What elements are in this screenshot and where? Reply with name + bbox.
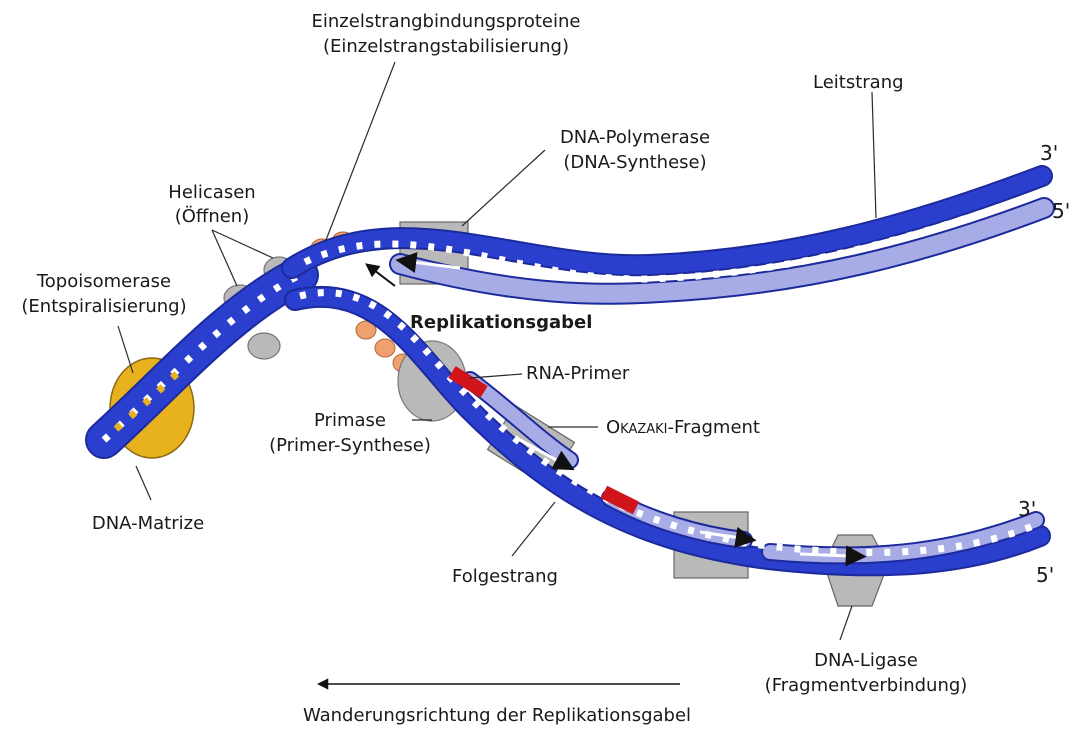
lagging-3prime-end: 3' bbox=[1018, 497, 1036, 521]
ssb-label-line1: Einzelstrangbindungsproteine bbox=[312, 11, 581, 32]
polymerase-label-line2: (DNA-Synthese) bbox=[563, 152, 706, 173]
ssb-protein bbox=[374, 338, 396, 358]
labels: Einzelstrangbindungsproteine (Einzelstra… bbox=[21, 11, 1070, 726]
lagging-synthesis-arrow bbox=[699, 526, 757, 548]
fork-arrow bbox=[365, 263, 396, 287]
leitstrang-label: Leitstrang bbox=[813, 72, 904, 93]
rna-primer-mark bbox=[600, 485, 640, 515]
primase-label-line2: (Primer-Synthese) bbox=[269, 435, 431, 456]
okazaki-rest: -Fragment bbox=[668, 417, 760, 438]
okazaki-smallcaps: Okazaki bbox=[606, 417, 668, 438]
okazaki-fragment-label: Okazaki-Fragment bbox=[606, 417, 760, 438]
direction-label: Wanderungsrichtung der Replikationsgabel bbox=[303, 705, 691, 726]
leader-lines bbox=[117, 61, 877, 641]
topoisomerase-label-line2: (Entspiralisierung) bbox=[21, 296, 186, 317]
replikationsgabel-label: Replikationsgabel bbox=[410, 312, 592, 333]
primase-label-line1: Primase bbox=[314, 410, 386, 431]
ssb-label-line2: (Einzelstrangstabilisierung) bbox=[323, 36, 569, 57]
ligase-label-line1: DNA-Ligase bbox=[814, 650, 918, 671]
helicase-label-line1: Helicasen bbox=[168, 182, 255, 203]
leading-5prime-end: 5' bbox=[1052, 199, 1070, 223]
folgestrang-label: Folgestrang bbox=[452, 566, 558, 587]
okazaki-synthesis-arrow bbox=[519, 438, 575, 471]
leading-synthesis-arrow bbox=[395, 252, 461, 273]
helicase-label-line2: (Öffnen) bbox=[175, 205, 250, 227]
ssb-protein bbox=[355, 320, 377, 340]
rna-primer-mark bbox=[448, 366, 488, 398]
synthesis-arrows bbox=[365, 252, 867, 567]
parental-dna-duplex bbox=[85, 256, 319, 459]
topoisomerase-label-line1: Topoisomerase bbox=[36, 271, 171, 292]
ligase-synthesis-arrow bbox=[799, 545, 867, 567]
helicase-shape bbox=[247, 332, 281, 360]
leading-3prime-end: 3' bbox=[1040, 141, 1058, 165]
leading-strand bbox=[281, 165, 1055, 305]
polymerase-label-line1: DNA-Polymerase bbox=[560, 127, 710, 148]
lagging-5prime-end: 5' bbox=[1036, 563, 1054, 587]
rna-primer-label: RNA-Primer bbox=[526, 363, 630, 384]
dna-matrize-label: DNA-Matrize bbox=[92, 513, 204, 534]
ligase-label-line2: (Fragmentverbindung) bbox=[765, 675, 968, 696]
